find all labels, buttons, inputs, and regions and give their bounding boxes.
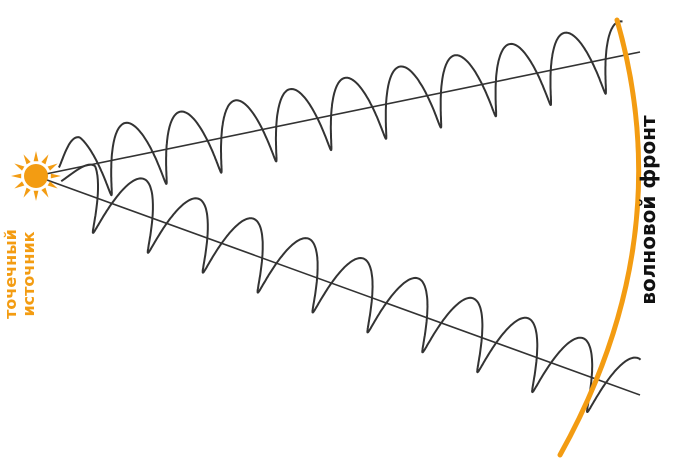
point-source-label-line1: точечный: [2, 216, 20, 332]
sun-icon: [11, 151, 61, 201]
sun-ray: [24, 188, 31, 198]
point-source-label-line2: источник: [20, 216, 38, 332]
sun-ray: [14, 164, 24, 171]
lower-ray-axis: [36, 176, 640, 395]
sun-ray: [14, 181, 24, 188]
lower-ray-wave: [61, 165, 640, 412]
sun-disc: [24, 164, 48, 188]
sun-ray: [41, 154, 48, 164]
upper-ray-wave: [59, 21, 623, 195]
sun-ray: [34, 191, 39, 201]
sun-ray: [24, 154, 31, 164]
sun-ray: [48, 164, 58, 171]
sun-ray: [51, 174, 61, 179]
wavefront-label: волновой фронт: [634, 110, 662, 310]
upper-ray-axis: [36, 52, 640, 176]
sun-ray: [41, 188, 48, 198]
lower-ray: [36, 165, 641, 412]
sun-ray: [11, 174, 21, 179]
upper-ray: [36, 21, 640, 195]
sun-ray: [34, 151, 39, 161]
point-source-label: точечный источник: [2, 216, 48, 332]
